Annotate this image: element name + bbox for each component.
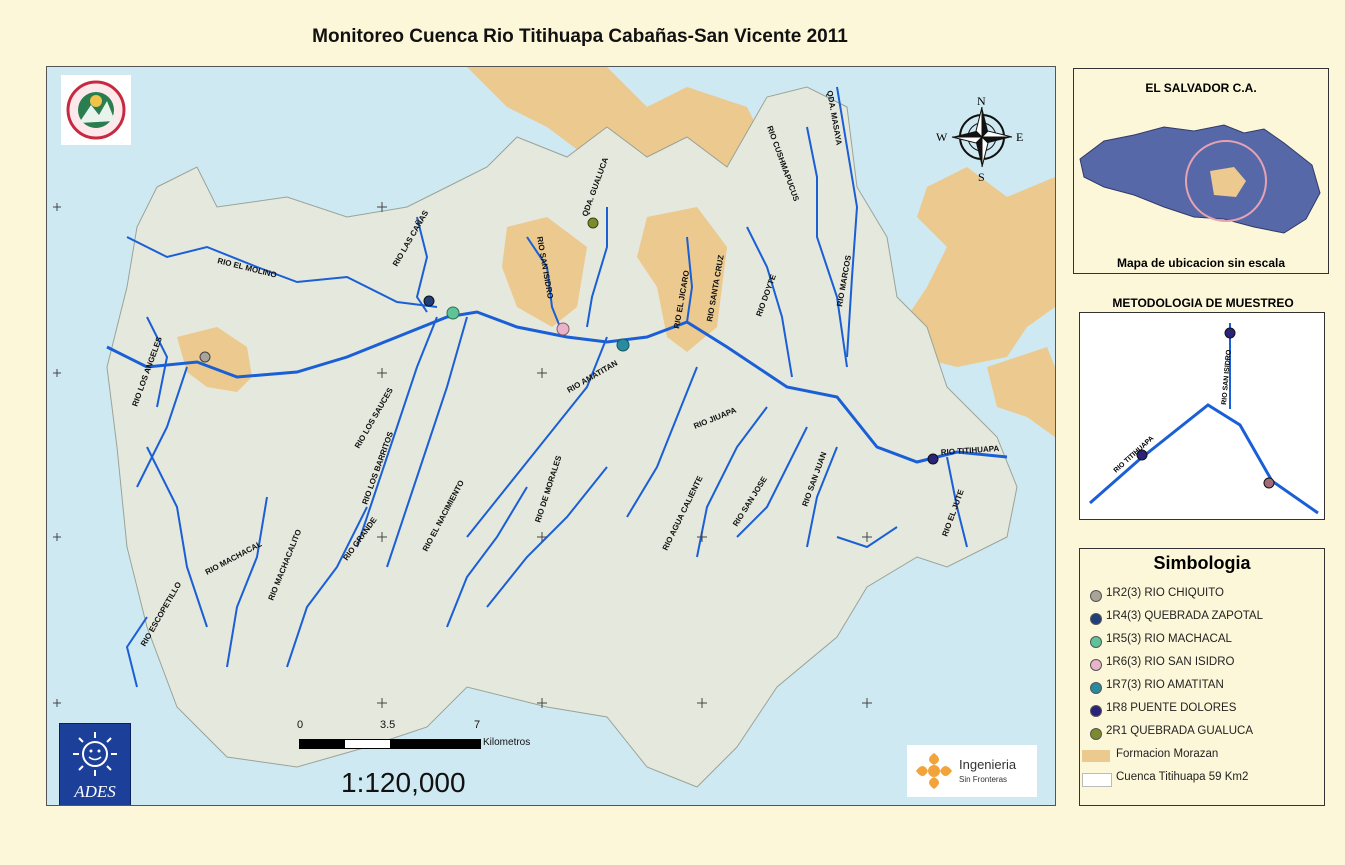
legend-swatch <box>1082 750 1110 762</box>
legend-label: Formacion Morazan <box>1116 748 1219 760</box>
location-title: EL SALVADOR C.A. <box>1145 81 1257 95</box>
river-titihuapa-main <box>106 310 1008 464</box>
ingenieria-line1: Ingenieria <box>959 757 1017 772</box>
legend-label: 1R8 PUENTE DOLORES <box>1106 702 1237 714</box>
legend-dot <box>1090 705 1102 717</box>
scale-tick-end: 7 <box>474 719 481 731</box>
ades-label: ADES <box>74 782 116 801</box>
legend-label: Cuenca Titihuapa 59 Km2 <box>1116 771 1249 783</box>
river-label: RIO TITIHUAPA <box>941 444 1000 457</box>
methodology-svg: RIO TITIHUAPA RIO SAN ISIDRO <box>1089 323 1319 515</box>
morazan-formation-far-east <box>987 347 1055 437</box>
sun-icon <box>73 732 117 776</box>
legend-dot <box>1090 682 1102 694</box>
sample-point-1r7 <box>616 338 630 352</box>
main-map-canvas: N S E W RIO EL MOLINO RIO LAS CAÑAS QDA.… <box>53 67 1055 788</box>
legend: Simbologia 1R2(3) RIO CHIQUITO 1R4(3) QUE… <box>1079 548 1325 806</box>
scale-tick-mid: 3.5 <box>380 719 396 731</box>
legend-label: 1R2(3) RIO CHIQUITO <box>1106 587 1224 599</box>
ades-logo-icon: ADES <box>59 723 131 805</box>
legend-title: Simbologia <box>1153 553 1251 573</box>
sample-point-2r1 <box>587 217 599 229</box>
scale-bar <box>299 739 481 749</box>
legend-label: 2R1 QUEBRADA GUALUCA <box>1106 725 1253 737</box>
sample-point-1r5 <box>446 306 460 320</box>
river-tributaries <box>125 86 968 688</box>
methodology-label: RIO SAN ISIDRO <box>1221 349 1233 405</box>
methodology-title: METODOLOGIA DE MUESTREO <box>1112 296 1294 310</box>
watershed-land <box>106 86 1018 788</box>
morazan-formation-center <box>502 217 587 327</box>
methodology-diagram: RIO TITIHUAPA RIO SAN ISIDRO <box>1079 312 1325 520</box>
legend-dot <box>1090 590 1102 602</box>
scale-tick-0: 0 <box>297 719 304 731</box>
compass-n: N <box>977 94 986 108</box>
main-map[interactable]: N S E W RIO EL MOLINO RIO LAS CAÑAS QDA.… <box>46 66 1056 806</box>
sample-point-1r2 <box>199 351 211 363</box>
sample-point-1r6 <box>556 322 570 336</box>
legend-label: 1R5(3) RIO MACHACAL <box>1106 633 1232 645</box>
location-inset: EL SALVADOR C.A. Mapa de ubicacion sin e… <box>1073 68 1329 274</box>
morazan-formation-east <box>907 167 1055 367</box>
compass-s: S <box>978 170 985 184</box>
legend-dot <box>1090 728 1102 740</box>
ingenieria-line2: Sin Fronteras <box>959 775 1008 784</box>
legend-label: 1R6(3) RIO SAN ISIDRO <box>1106 656 1235 668</box>
legend-dot <box>1090 659 1102 671</box>
location-subtitle: Mapa de ubicacion sin escala <box>1116 256 1286 270</box>
methodology-label: RIO TITIHUAPA <box>1113 435 1156 474</box>
north-arrow-icon: N S E W <box>936 94 1023 184</box>
morazan-formation-jicaro <box>637 207 727 352</box>
flower-icon <box>916 753 952 789</box>
legend-swatch <box>1082 773 1112 787</box>
graticule <box>53 202 872 708</box>
scale-unit: Kilometros <box>483 737 531 748</box>
ingenieria-logo-icon: Ingenieria Sin Fronteras <box>907 745 1037 797</box>
scale-ratio: 1:120,000 <box>341 767 466 798</box>
institution-seal-icon <box>61 75 131 145</box>
location-subtitle-bar <box>1076 251 1326 271</box>
el-salvador-map <box>1079 124 1321 234</box>
legend-dot <box>1090 613 1102 625</box>
sample-point-1r4 <box>423 295 435 307</box>
compass-e: E <box>1016 130 1023 144</box>
map-title: Monitoreo Cuenca Rio Titihuapa Cabañas-S… <box>312 26 848 47</box>
legend-dot <box>1090 636 1102 648</box>
sample-point-1r8 <box>927 453 939 465</box>
legend-label: 1R4(3) QUEBRADA ZAPOTAL <box>1106 610 1263 622</box>
compass-w: W <box>936 130 948 144</box>
legend-label: 1R7(3) RIO AMATITAN <box>1106 679 1224 691</box>
